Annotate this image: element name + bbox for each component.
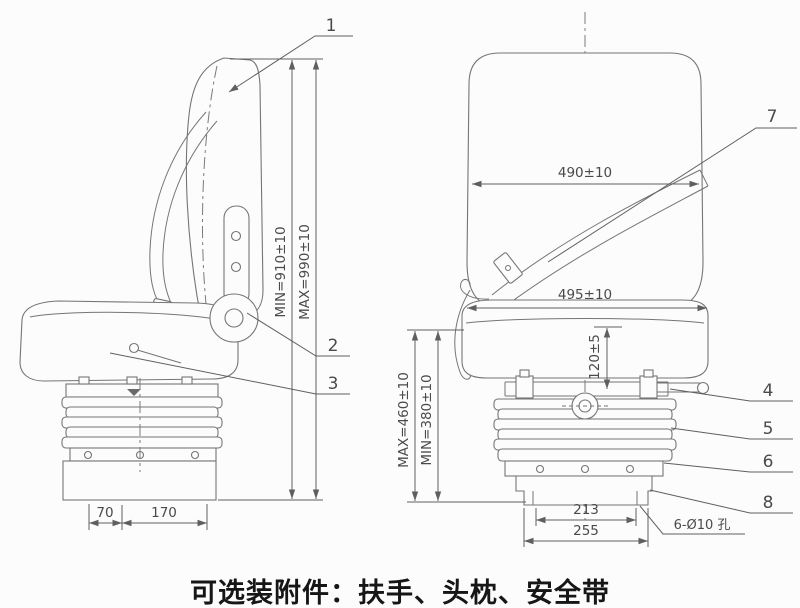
front-plate-bolt-1 bbox=[535, 464, 545, 474]
side-recliner-hub bbox=[224, 308, 244, 328]
callout-7-label: 7 bbox=[767, 107, 778, 127]
callout-2-leader bbox=[246, 312, 350, 357]
side-bolt-3 bbox=[181, 376, 193, 385]
side-belt-guide-column bbox=[223, 205, 250, 307]
side-base-box bbox=[62, 460, 217, 501]
side-backrest-centerline bbox=[202, 65, 218, 315]
callout-4-leader bbox=[669, 388, 793, 402]
side-view bbox=[19, 57, 264, 501]
side-plate-bolt-1 bbox=[83, 450, 93, 460]
side-view-dimensions: MIN=910±10 MAX=990±10 70 170 bbox=[88, 58, 323, 530]
side-suspension-top-plate bbox=[65, 383, 219, 398]
side-seatbelt-edge-2 bbox=[162, 120, 218, 306]
front-bellows-band-4 bbox=[497, 428, 673, 441]
callout-4-label: 4 bbox=[763, 381, 774, 401]
front-pedestal-inner-edges bbox=[532, 491, 638, 505]
side-min-height-label: MIN=910±10 bbox=[273, 226, 289, 317]
side-max-height-label: MAX=990±10 bbox=[297, 224, 313, 320]
front-plate-bolt-2 bbox=[580, 464, 590, 474]
optional-accessories-caption: 可选装附件：扶手、头枕、安全带 bbox=[190, 578, 610, 608]
front-holes-note-label: 6-Ø10 孔 bbox=[674, 518, 731, 533]
callout-8-label: 8 bbox=[763, 493, 774, 513]
front-dim-255-label: 255 bbox=[573, 523, 599, 539]
front-view bbox=[454, 12, 710, 520]
callout-3-label: 3 bbox=[328, 374, 339, 394]
callout-1-leader bbox=[228, 35, 353, 93]
side-dim-70-label: 70 bbox=[96, 505, 113, 521]
side-guide-bolt-lower bbox=[230, 261, 242, 273]
side-guide-bolt-upper bbox=[230, 230, 242, 242]
front-belt-hook bbox=[460, 278, 490, 300]
side-seatbelt-edge-1 bbox=[149, 111, 207, 304]
callout-1-label: 1 bbox=[326, 16, 337, 36]
front-seatbelt-anchor bbox=[699, 169, 709, 187]
side-bellows-band-5 bbox=[61, 436, 223, 449]
side-bolt-2 bbox=[126, 376, 138, 385]
front-plate-bolt-3 bbox=[625, 464, 635, 474]
callout-6-label: 6 bbox=[763, 452, 774, 472]
side-plate-bolt-3 bbox=[190, 450, 200, 460]
front-dim-495-label: 495±10 bbox=[558, 287, 612, 303]
side-bellows-band-3 bbox=[61, 416, 223, 429]
front-cushion bbox=[461, 299, 709, 379]
front-clamp-right-bolt bbox=[643, 369, 654, 378]
callout-7-leader bbox=[547, 127, 797, 263]
side-dim-170-label: 170 bbox=[151, 505, 177, 521]
front-dim-213-label: 213 bbox=[573, 502, 599, 518]
side-bellows-band-1 bbox=[61, 396, 223, 409]
front-seatbelt-edge-2 bbox=[502, 185, 709, 309]
front-min-height-label: MIN=380±10 bbox=[419, 374, 435, 465]
front-clamp-left-bolt bbox=[519, 369, 530, 378]
side-adjust-lever bbox=[133, 348, 182, 364]
front-dim-490-label: 490±10 bbox=[558, 165, 612, 181]
callout-5-leader bbox=[670, 427, 793, 440]
side-bolt-1 bbox=[78, 376, 90, 385]
front-view-dimensions: 490±10 495±10 120±5 MAX=460±10 MIN=380±1… bbox=[396, 165, 745, 547]
side-cushion bbox=[19, 300, 239, 382]
callout-2-label: 2 bbox=[328, 336, 339, 356]
front-holes-note-leader bbox=[639, 505, 745, 535]
front-bellows-band-5 bbox=[493, 438, 677, 451]
front-bellows-band-3 bbox=[493, 418, 677, 431]
front-dim-120-label: 120±5 bbox=[587, 334, 603, 380]
callout-8-leader bbox=[649, 489, 793, 514]
side-lever-knob bbox=[128, 342, 140, 354]
front-belt-buckle bbox=[493, 252, 523, 284]
side-bellows-band-4 bbox=[65, 426, 219, 439]
callout-6-leader bbox=[663, 462, 793, 473]
callout-5-label: 5 bbox=[763, 419, 774, 439]
front-clamp-right bbox=[639, 375, 658, 399]
callout-3-leader bbox=[109, 352, 350, 395]
front-pedestal bbox=[515, 475, 653, 506]
front-clamp-left bbox=[515, 375, 534, 399]
front-handle-knob bbox=[696, 381, 710, 395]
side-bellows-band-2 bbox=[65, 406, 219, 419]
side-index-mark bbox=[127, 389, 141, 396]
front-max-height-label: MAX=460±10 bbox=[396, 372, 412, 468]
front-cushion-seam bbox=[465, 318, 705, 324]
callouts: 1 2 3 7 4 5 6 8 bbox=[109, 16, 797, 514]
front-bellows-band-6 bbox=[497, 448, 673, 462]
